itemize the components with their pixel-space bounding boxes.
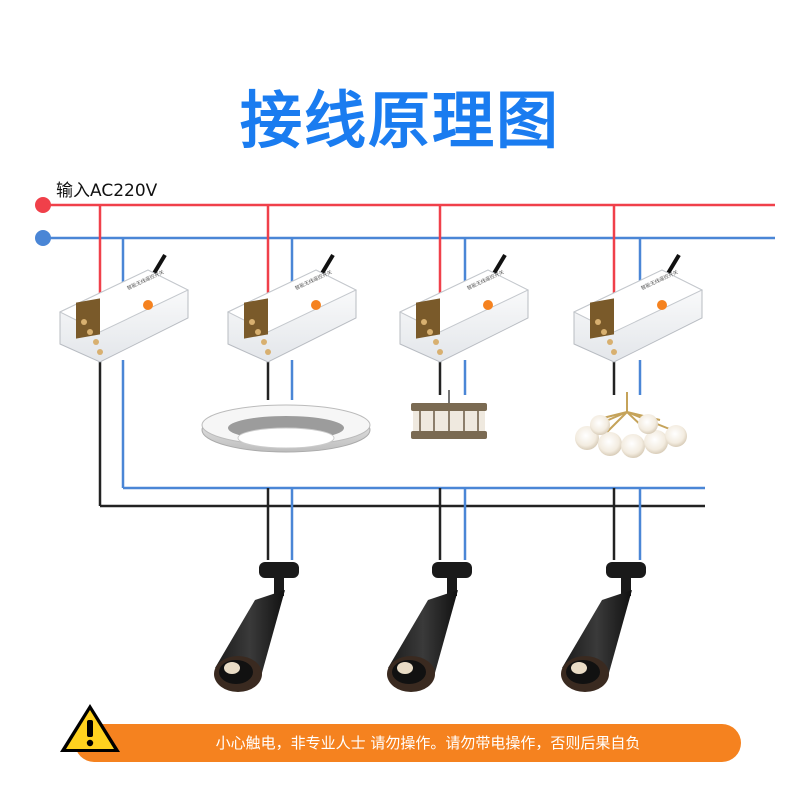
ceiling-light-wires — [266, 360, 642, 400]
warning-triangle-icon — [60, 704, 120, 752]
warning-banner: 小心触电，非专业人士 请勿操作。请勿带电操作，否则后果自负 — [75, 724, 741, 762]
switch-module-4 — [572, 253, 704, 364]
spotlight-wires — [266, 488, 642, 560]
globe-chandelier — [575, 392, 687, 458]
spotlight-1 — [214, 562, 299, 692]
drum-chandelier — [411, 390, 487, 439]
warning-text: 小心触电，非专业人士 请勿操作。请勿带电操作，否则后果自负 — [215, 734, 641, 752]
page-title: 接线原理图 — [239, 84, 560, 157]
spotlight-2 — [387, 562, 472, 692]
module-feed-wires — [98, 205, 642, 300]
spotlight-3 — [561, 562, 646, 692]
input-voltage-label: 输入AC220V — [56, 181, 158, 201]
ring-ceiling-light — [201, 404, 371, 453]
